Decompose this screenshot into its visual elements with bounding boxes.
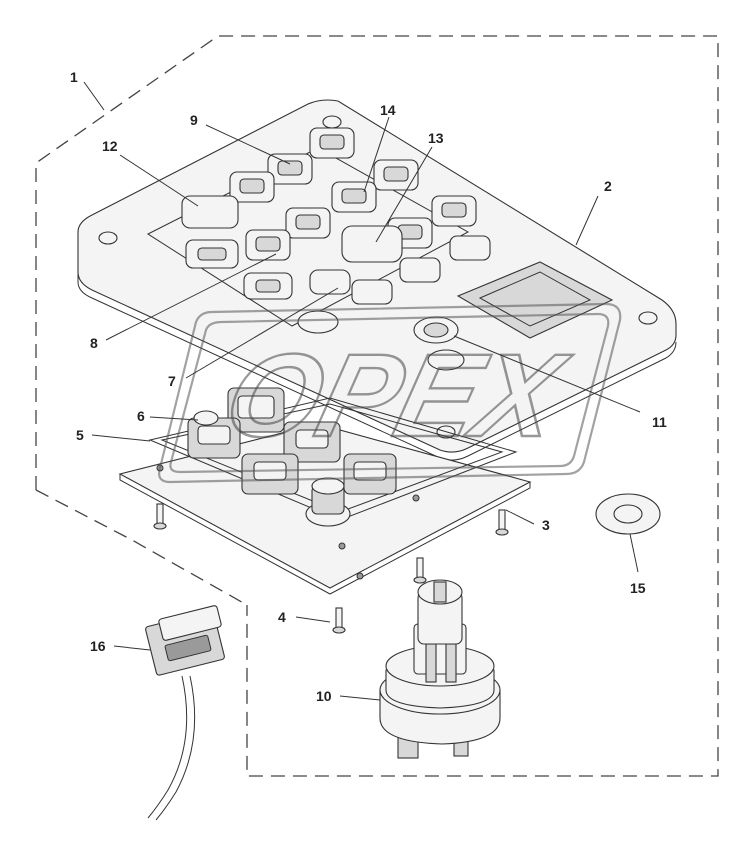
callout-16: 16 [90, 638, 106, 654]
callout-4: 4 [278, 609, 286, 625]
callout-5: 5 [76, 427, 84, 443]
callout-labels: 1 2 3 4 5 6 7 8 9 10 11 12 13 14 15 16 [70, 69, 667, 704]
callout-9: 9 [190, 112, 198, 128]
rotary-switch [379, 579, 501, 759]
callout-8: 8 [90, 335, 98, 351]
callout-6: 6 [137, 408, 145, 424]
callout-1: 1 [70, 69, 78, 85]
callout-12: 12 [102, 138, 118, 154]
screws [153, 503, 509, 634]
callout-10: 10 [316, 688, 332, 704]
connector-harness [145, 605, 225, 821]
watermark: OPEX [158, 302, 622, 484]
keypad-keys [181, 127, 491, 305]
callout-13: 13 [428, 130, 444, 146]
callout-2: 2 [604, 178, 612, 194]
callout-15: 15 [630, 580, 646, 596]
dial-label [595, 493, 661, 535]
callout-14: 14 [380, 102, 396, 118]
knob-ring [413, 316, 459, 344]
callout-11: 11 [652, 414, 667, 430]
keypad-housing [77, 99, 677, 461]
leader-lines [83, 81, 641, 701]
switch-modules [187, 387, 397, 527]
callout-7: 7 [168, 373, 176, 389]
callout-3: 3 [542, 517, 550, 533]
watermark-text: OPEX [213, 331, 579, 462]
